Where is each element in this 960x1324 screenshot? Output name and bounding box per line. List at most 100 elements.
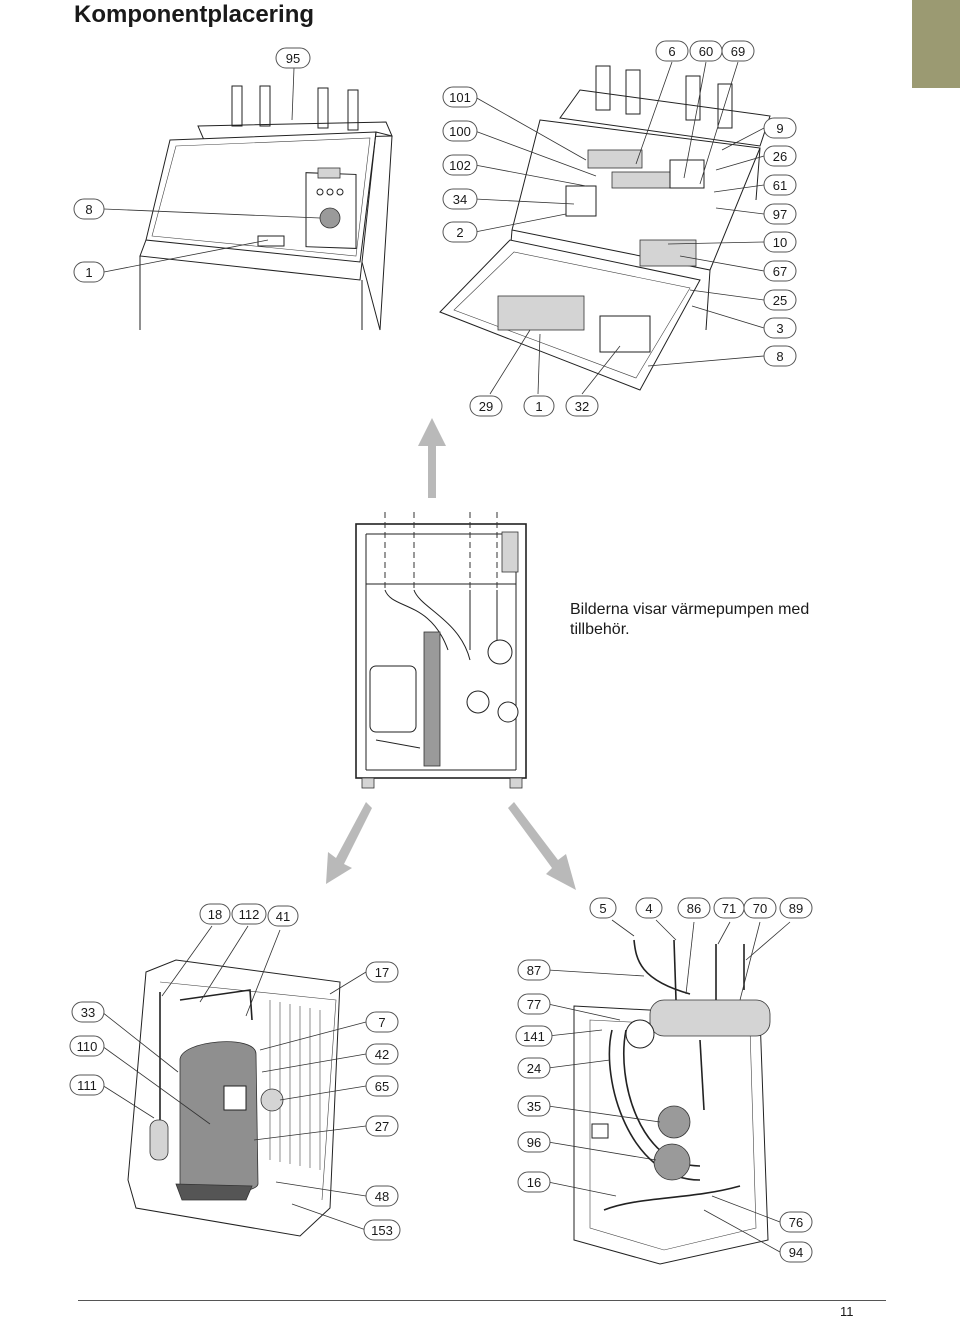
callout: 17 xyxy=(365,961,399,983)
svg-text:26: 26 xyxy=(773,149,787,164)
callout: 1 xyxy=(523,395,555,417)
svg-text:18: 18 xyxy=(208,907,222,922)
callout: 26 xyxy=(763,145,797,167)
svg-text:25: 25 xyxy=(773,293,787,308)
callout: 86 xyxy=(677,897,711,919)
callout: 5 xyxy=(589,897,617,919)
svg-text:112: 112 xyxy=(239,907,260,922)
callout: 94 xyxy=(779,1241,813,1263)
callout: 87 xyxy=(517,959,551,981)
svg-text:1: 1 xyxy=(85,265,92,280)
callout: 2 xyxy=(442,221,478,243)
svg-text:10: 10 xyxy=(773,235,787,250)
unit-schematic-drawing xyxy=(355,512,527,789)
footer-divider xyxy=(78,1300,886,1301)
callout: 97 xyxy=(763,203,797,225)
callout: 48 xyxy=(365,1185,399,1207)
svg-text:8: 8 xyxy=(85,202,92,217)
callout: 33 xyxy=(71,1001,105,1023)
callout-labels: 95 8 1 6 60 69 101 100 102 34 2 9 26 61 … xyxy=(69,40,813,1263)
svg-text:8: 8 xyxy=(776,349,783,364)
svg-text:17: 17 xyxy=(375,965,389,980)
callout: 100 xyxy=(442,120,478,142)
callout: 67 xyxy=(763,260,797,282)
callout: 27 xyxy=(365,1115,399,1137)
svg-text:76: 76 xyxy=(789,1215,803,1230)
svg-text:3: 3 xyxy=(776,321,783,336)
caption-line: Bilderna visar värmepumpen med xyxy=(570,601,810,618)
svg-text:70: 70 xyxy=(753,901,767,916)
callout: 34 xyxy=(442,188,478,210)
svg-text:69: 69 xyxy=(731,44,745,59)
svg-text:71: 71 xyxy=(722,901,736,916)
callout: 111 xyxy=(69,1074,105,1096)
callout: 60 xyxy=(689,40,723,62)
callout: 89 xyxy=(779,897,813,919)
leader-lines xyxy=(101,61,791,1253)
svg-text:89: 89 xyxy=(789,901,803,916)
callout: 69 xyxy=(721,40,755,62)
svg-text:35: 35 xyxy=(527,1099,541,1114)
callout: 1 xyxy=(73,261,105,283)
callout: 153 xyxy=(363,1219,401,1241)
callout: 18 xyxy=(199,903,231,925)
svg-text:65: 65 xyxy=(375,1079,389,1094)
svg-text:100: 100 xyxy=(449,124,471,139)
callout: 95 xyxy=(275,47,311,69)
svg-text:34: 34 xyxy=(453,192,467,207)
callout: 24 xyxy=(517,1057,551,1079)
svg-text:110: 110 xyxy=(77,1039,98,1054)
callout: 110 xyxy=(69,1035,105,1057)
callout: 61 xyxy=(763,174,797,196)
hydraulic-module-drawing xyxy=(573,939,771,1265)
svg-text:33: 33 xyxy=(81,1005,95,1020)
svg-text:96: 96 xyxy=(527,1135,541,1150)
callout: 41 xyxy=(267,905,299,927)
page-title: Komponentplacering xyxy=(74,1,315,28)
callout: 9 xyxy=(763,117,797,139)
svg-text:2: 2 xyxy=(456,225,463,240)
svg-text:61: 61 xyxy=(773,178,787,193)
callout: 3 xyxy=(763,317,797,339)
svg-text:6: 6 xyxy=(668,44,675,59)
svg-text:94: 94 xyxy=(789,1245,803,1260)
svg-text:42: 42 xyxy=(375,1047,389,1062)
callout: 25 xyxy=(763,289,797,311)
callout: 77 xyxy=(517,993,551,1015)
callout: 8 xyxy=(73,198,105,220)
callout: 76 xyxy=(779,1211,813,1233)
svg-text:27: 27 xyxy=(375,1119,389,1134)
unit-open-electrical-drawing xyxy=(439,65,771,391)
svg-text:97: 97 xyxy=(773,207,787,222)
callout: 35 xyxy=(517,1095,551,1117)
cooling-module-drawing xyxy=(127,959,341,1237)
section-tab-marker xyxy=(912,0,960,88)
svg-text:67: 67 xyxy=(773,264,787,279)
svg-text:60: 60 xyxy=(699,44,713,59)
svg-text:141: 141 xyxy=(523,1029,545,1044)
svg-text:101: 101 xyxy=(449,90,471,105)
svg-text:95: 95 xyxy=(286,51,300,66)
svg-text:4: 4 xyxy=(645,901,652,916)
svg-text:1: 1 xyxy=(535,399,542,414)
callout: 32 xyxy=(565,395,599,417)
callout: 6 xyxy=(655,40,689,62)
svg-text:48: 48 xyxy=(375,1189,389,1204)
callout: 141 xyxy=(515,1025,553,1047)
svg-text:32: 32 xyxy=(575,399,589,414)
callout: 65 xyxy=(365,1075,399,1097)
callout: 112 xyxy=(231,903,267,925)
page-number: 11 xyxy=(840,1304,854,1319)
callout: 10 xyxy=(763,231,797,253)
svg-text:5: 5 xyxy=(599,901,606,916)
callout: 29 xyxy=(469,395,503,417)
svg-text:102: 102 xyxy=(449,158,471,173)
svg-text:77: 77 xyxy=(527,997,541,1012)
svg-text:153: 153 xyxy=(371,1223,393,1238)
caption-line: tillbehör. xyxy=(570,621,630,638)
svg-text:9: 9 xyxy=(776,121,783,136)
callout: 102 xyxy=(442,154,478,176)
svg-text:111: 111 xyxy=(77,1078,97,1093)
svg-text:86: 86 xyxy=(687,901,701,916)
